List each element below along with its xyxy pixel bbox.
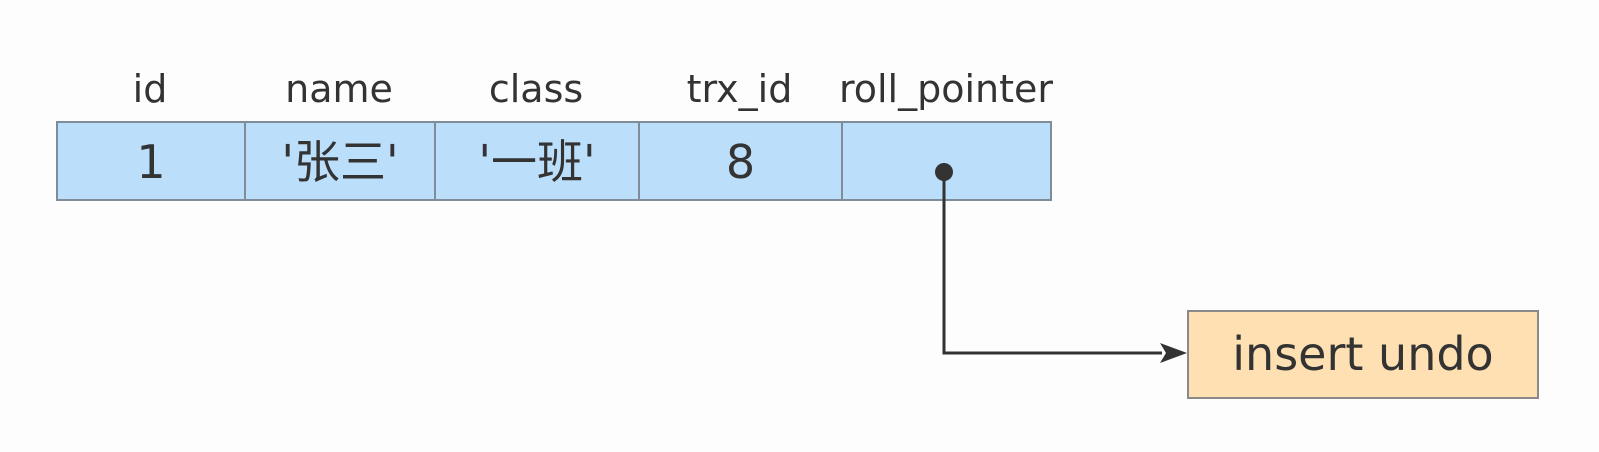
column-header-id: id	[132, 67, 168, 111]
column-header-name: name	[285, 67, 393, 111]
cell-name: '张三'	[244, 121, 436, 201]
cell-class: '一班'	[434, 121, 640, 201]
cell-roll-pointer	[841, 121, 1052, 201]
cell-trx-id: 8	[638, 121, 843, 201]
insert-undo-box: insert undo	[1187, 310, 1539, 399]
column-header-trx-id: trx_id	[686, 67, 793, 111]
column-header-roll-pointer: roll_pointer	[838, 67, 1054, 111]
column-header-class: class	[488, 67, 584, 111]
cell-id: 1	[56, 121, 246, 201]
arrowhead	[1160, 343, 1187, 363]
